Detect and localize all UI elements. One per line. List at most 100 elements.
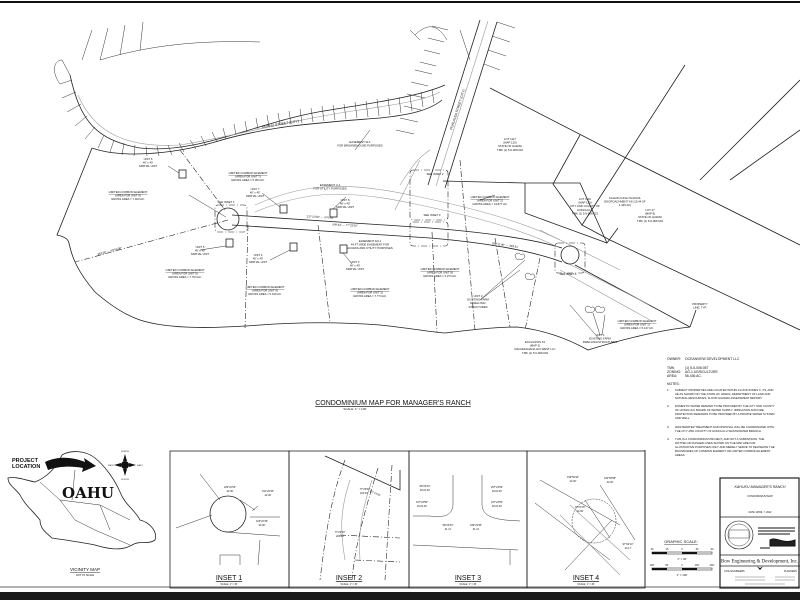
scale2-tick: 200' bbox=[710, 564, 715, 567]
note-text: AND WELL. bbox=[675, 416, 690, 420]
graphic-scale: GRAPHIC SCALE: 30 15 0 30 60 1" = 30' 10… bbox=[644, 450, 715, 587]
easement-w1-label-line: FOR BROWSEHOUSE PURPOSES bbox=[337, 144, 383, 148]
unit-1-label-line: DWELLING/STRUCTURES bbox=[583, 340, 618, 344]
scale1-tick: 60 bbox=[711, 548, 714, 551]
property-line-label-line: PROPERTY bbox=[692, 302, 707, 306]
lce-unit-4-label-line: LIMITED COMMON ELEMENT bbox=[246, 285, 285, 289]
lce-unit-2-label-line: LIMITED COMMON ELEMENT bbox=[471, 195, 510, 199]
lce-unit-2-label: LIMITED COMMON ELEMENT(AREA FOR UNIT 2)G… bbox=[471, 195, 510, 206]
map-labels: UNIT 640' x 40'SPATIAL UNIT LIMITED COMMO… bbox=[97, 137, 708, 355]
title-block: KAHUKU MANAGER'S RANCH CONDOMINIUM MAP D… bbox=[719, 477, 800, 589]
bearing-4-line: 262°11'40" — 383.61' bbox=[492, 241, 520, 249]
inset-3-dimension: 167°23'50" bbox=[416, 501, 428, 504]
easement-u1-label-line: FOR UTILITY PURPOSES bbox=[313, 187, 346, 191]
lce-unit-2-label-line: (AREA FOR UNIT 2) bbox=[477, 199, 503, 203]
note-number: 3. bbox=[667, 425, 670, 429]
unit-5-label-line: 40' x 40' bbox=[195, 249, 206, 253]
unit-7-label-line: SPATIAL UNIT bbox=[246, 194, 265, 198]
compass-east: EAST bbox=[137, 464, 143, 467]
inset-4-scale: SCALE: 1" = 30' bbox=[577, 583, 595, 586]
vicinity-map-title: VICINITY MAP bbox=[70, 567, 100, 572]
unit-3-label-line: SPATIAL UNIT bbox=[346, 267, 365, 271]
bearing-3-line: 909.44' — 77°23'50" bbox=[332, 222, 358, 227]
engineer-signature bbox=[758, 527, 796, 549]
scale2-tick: 50' bbox=[665, 564, 669, 567]
inset-3-dimension: R=22.00' bbox=[420, 489, 431, 492]
unit-3-label-line: UNIT 3 bbox=[351, 260, 360, 264]
inset-4-dimension: 310°56'58" bbox=[604, 477, 616, 480]
note-text: AE AS SHOWN ON THE STATE OF HAWAII, DEPA… bbox=[675, 392, 770, 396]
lce-unit-4-label-line: GROSS AREA = 5.010 AC. bbox=[248, 292, 282, 296]
insets: 229°22'53"22.00'341°22'30"22.00'103°22'4… bbox=[169, 450, 646, 589]
inset-3-dimension: R=22.00' bbox=[492, 490, 503, 493]
inset-3-dimension: 98°23'30" bbox=[443, 524, 454, 527]
unit-3-square bbox=[339, 244, 348, 254]
scale1-tick: 30 bbox=[696, 548, 699, 551]
vicinity-map-subtitle: NOT TO SCALE bbox=[76, 574, 95, 577]
scale1-tick: 0 bbox=[681, 548, 683, 551]
firm-name: Bow Engineering & Development, Inc. bbox=[721, 559, 798, 565]
inset-ref-3: SEE INSET 3 bbox=[424, 213, 441, 217]
inset-4-extent bbox=[554, 242, 586, 274]
inset-1-scale: SCALE: 1" = 30' bbox=[220, 583, 238, 586]
inset-1-node bbox=[216, 207, 240, 231]
vicinity-map: PROJECT LOCATION OAHU VICINITY MAP NOT T… bbox=[7, 451, 156, 577]
inset-2-dimension: 237°23'50" bbox=[369, 490, 381, 498]
unit-6-label: UNIT 640' x 40'SPATIAL UNIT bbox=[139, 157, 158, 168]
sheet-date: DATE: APRIL 7, 2022 bbox=[749, 511, 773, 514]
project-location-label: PROJECT bbox=[12, 458, 39, 464]
inset-ref-4: SEE INSET 4 bbox=[560, 272, 577, 276]
notes-heading: NOTES: bbox=[667, 382, 680, 386]
note-text: DOTTED OR DASHED LINES SHOWN ON THE MAP … bbox=[675, 441, 755, 445]
inset-1-dimension: 229°22'53" bbox=[224, 486, 236, 489]
bearing-1-line: 363.08' — 50°54'08" bbox=[97, 246, 123, 256]
inset-1-dimension: 24.00' bbox=[259, 524, 266, 527]
note-text: OF HONOLULU BOARD OF WATER SUPPLY. IRRIG… bbox=[675, 408, 764, 412]
scale1-tick: 30 bbox=[651, 548, 654, 551]
note-number: 1. bbox=[667, 388, 670, 392]
note-text: THIS IS A CONDOMINIUM PROJECT, AND NOT A… bbox=[675, 437, 764, 441]
lot-1116-label-line: TMK (1) 5-6-006:023 bbox=[572, 211, 598, 215]
muehu-street: MUEHU STREET (CITY) bbox=[54, 21, 446, 157]
inset-ref-1: SEE INSET 1 bbox=[218, 200, 235, 204]
parcel-boundary bbox=[56, 147, 691, 351]
unit-8-label: UNIT 840' x 40'SPATIAL UNIT bbox=[336, 198, 355, 209]
unit-8-label-line: SPATIAL UNIT bbox=[336, 205, 355, 209]
inset-4-dimension: 199°56'42" bbox=[567, 476, 579, 479]
unit-3-label-line: 40' x 40' bbox=[350, 264, 361, 268]
kahuku-high-school-label-line: 1.426 AC) bbox=[619, 203, 632, 207]
bearing-1: 363.08' — 50°54'08" bbox=[97, 246, 123, 256]
muehu-street-label: MUEHU STREET (CITY) bbox=[262, 119, 300, 129]
inset-1-dimension: 103°22'46" bbox=[256, 520, 268, 523]
exclusion-61-label-line: TMK (1) 5-6-006:004 bbox=[522, 351, 548, 355]
main-plan: MUEHU STREET (CITY) PUALALEA STREET (CIT… bbox=[54, 19, 800, 411]
lot-1116-label-line: HONOLULU bbox=[577, 208, 593, 212]
easement-w1-label-line: EASEMENT W-1 bbox=[349, 140, 371, 144]
inset-4-dimension: 24.00' bbox=[577, 510, 584, 513]
note-item: 4.THIS IS A CONDOMINIUM PROJECT, AND NOT… bbox=[667, 437, 775, 457]
lce-unit-8-label-line: (AREA FOR UNIT 8) bbox=[427, 271, 453, 275]
kahuku-high-school-label-line: KAHUKU HIGH SCHOOL bbox=[609, 196, 641, 200]
lce-unit-3-label-line: (AREA FOR UNIT 3) bbox=[357, 291, 383, 295]
note-item: 2.DOMESTIC WATER DEMAND TO BE PROVIDED B… bbox=[667, 404, 775, 420]
bearing-4: 262°11'40" — 383.61' bbox=[492, 241, 520, 249]
lce-unit-6-label-line: GROSS AREA = 7.403 AC. bbox=[111, 197, 145, 201]
area-label: AREA: bbox=[667, 374, 677, 378]
lce-unit-1-label-line: (AREA FOR UNIT 1) bbox=[624, 323, 650, 327]
lce-unit-4-label-line: (AREA FOR UNIT 4) bbox=[252, 289, 278, 293]
inset-ref-1-line: SEE INSET 1 bbox=[218, 200, 235, 204]
area-value: 56.436 AC. bbox=[685, 374, 702, 378]
lce-unit-6-label-line: LIMITED COMMON ELEMENT bbox=[109, 190, 148, 194]
unit-8-label-line: UNIT 8 bbox=[341, 198, 350, 202]
lot-1117-label-line: STATE OF HAWAII bbox=[498, 144, 522, 148]
inset-4-title: INSET 4 bbox=[573, 575, 599, 582]
zoning-value: AG-1 AGRICULTURE bbox=[685, 370, 718, 374]
lce-unit-7-label-line: (AREA FOR UNIT 7) bbox=[235, 175, 261, 179]
